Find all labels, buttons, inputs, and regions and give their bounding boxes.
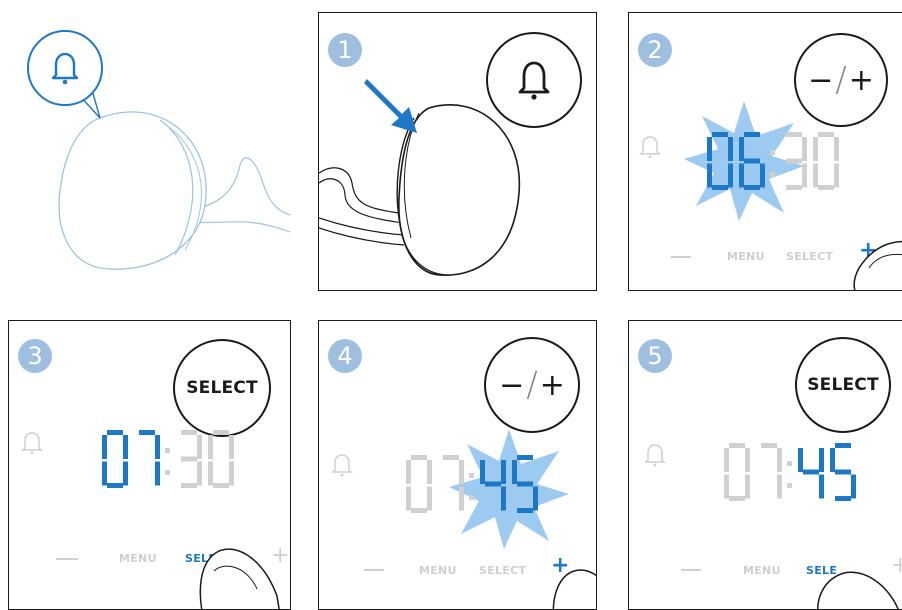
finger-press: [629, 321, 902, 610]
alarm-callout: [486, 32, 582, 128]
finger-press: [629, 13, 902, 291]
bell-icon: [517, 60, 551, 100]
step-2-panel: 2 − / + MENU SELECT +: [628, 12, 902, 291]
finger-press: [319, 321, 597, 610]
alarm-callout: [27, 30, 103, 106]
step-3-panel: 3 SELECT MENU SELE +: [8, 320, 291, 610]
bell-icon: [50, 51, 80, 85]
finger-press: [9, 321, 291, 610]
step-1-panel: 1: [318, 12, 597, 291]
step-5-panel: 5 SELECT MENU SELE +: [628, 320, 902, 610]
step-4-panel: 4 − / + MENU SELECT +: [318, 320, 597, 610]
